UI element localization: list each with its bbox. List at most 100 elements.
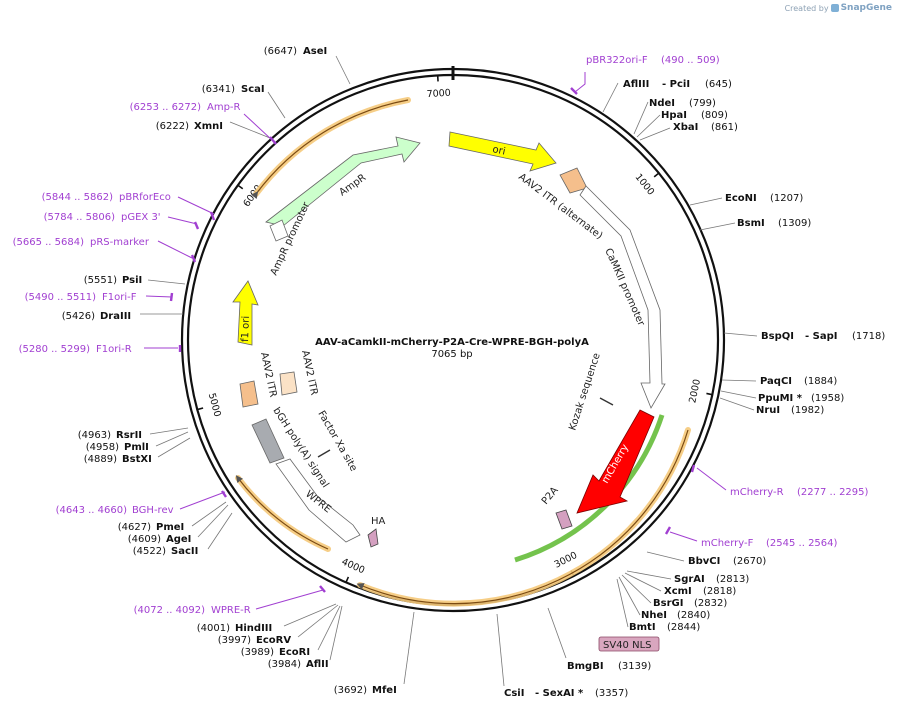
leader-hpai xyxy=(636,114,661,138)
leader-econi xyxy=(689,197,723,206)
site-pos-pmei: (4627) xyxy=(118,522,151,533)
leader-psii xyxy=(147,279,186,285)
primer-name-pbr322ori-f: pBR322ori-F xyxy=(586,55,648,66)
site-pos-pmli: (4958) xyxy=(86,442,119,453)
sv40-nls-rect xyxy=(598,636,660,652)
primer-name-pgex: pGEX 3' xyxy=(121,212,161,223)
sv40-nls-box: SV40 NLS xyxy=(598,636,660,652)
leader-asei xyxy=(335,55,351,85)
primer-binding-marks xyxy=(169,87,696,593)
site-name-nrui: NruI xyxy=(756,405,780,416)
site-pos-mfei: (3692) xyxy=(334,685,367,696)
leader-csii xyxy=(496,613,505,687)
site-suffix-csii: - SexAI * xyxy=(535,688,584,699)
leader-f1ori-f xyxy=(145,295,173,298)
site-pos-bspqi: (1718) xyxy=(852,331,885,342)
tick-label-1000: 1000 xyxy=(633,172,657,198)
leader-nhei xyxy=(618,576,641,616)
primer-mark-pbr322ori-f xyxy=(570,87,578,95)
label-ori: ori xyxy=(491,144,506,157)
site-pos-psii: (5551) xyxy=(84,275,117,286)
feature-itr2 xyxy=(279,371,298,396)
site-pos-ecorv: (3997) xyxy=(218,635,251,646)
leader-afliii xyxy=(602,82,619,113)
site-pos-bstxi: (4889) xyxy=(84,454,117,465)
site-pos-bmgbi: (3139) xyxy=(618,661,651,672)
label-kozak: Kozak sequence xyxy=(567,352,602,432)
tick-mark-2000 xyxy=(706,392,713,396)
leader-bmti xyxy=(616,578,629,628)
leader-aflii xyxy=(329,605,343,661)
leader-pbrforeco xyxy=(177,196,215,215)
site-name-bmti: BmtI xyxy=(629,622,656,633)
primer-range-wpre-r: (4072 .. 4092) xyxy=(134,605,206,616)
primer-range-amp-r: (6253 .. 6272) xyxy=(130,102,202,113)
leader-bsrgi xyxy=(621,574,652,604)
feature-factor-xa xyxy=(317,449,331,458)
site-leader-lines xyxy=(140,55,758,687)
primer-range-pbrforeco: (5844 .. 5862) xyxy=(42,192,114,203)
leader-bsmi xyxy=(699,222,736,231)
site-name-scai: ScaI xyxy=(241,84,265,95)
feature-itr-alt xyxy=(559,167,588,194)
tick-label-4000: 4000 xyxy=(340,556,367,576)
feature-camkii-promoter xyxy=(579,185,666,409)
leader-ppumi xyxy=(720,390,757,399)
leader-hindiii xyxy=(283,603,337,627)
site-name-nhei: NheI xyxy=(641,610,667,621)
orf-arcs xyxy=(235,97,691,607)
tick-label-7000: 7000 xyxy=(426,88,451,100)
leader-xbai xyxy=(639,127,671,141)
site-pos-agei: (4609) xyxy=(128,534,161,545)
leader-wpre-r xyxy=(255,589,324,610)
primer-range-mcherry-r: (2277 .. 2295) xyxy=(797,487,869,498)
site-pos-nhei: (2840) xyxy=(677,610,710,621)
label-f1ori: f1 ori xyxy=(240,316,252,342)
primer-mark-bgh-rev xyxy=(221,490,227,498)
site-name-sacii: SacII xyxy=(171,546,198,557)
primer-mark-f1ori-f xyxy=(169,292,174,302)
label-itr1: AAV2 ITR xyxy=(258,351,278,398)
site-pos-scai: (6341) xyxy=(202,84,235,95)
orf-arc-cre-direction xyxy=(356,429,689,605)
primer-mark-prs-marker xyxy=(190,254,197,263)
site-name-bmgbi: BmgBI xyxy=(567,661,604,672)
site-name-xbai: XbaI xyxy=(673,122,698,133)
label-sv40-nls: SV40 NLS xyxy=(603,640,652,651)
leader-sacii xyxy=(207,512,233,550)
site-pos-bsrgi: (2832) xyxy=(694,598,727,609)
primer-name-prs-marker: pRS-marker xyxy=(90,237,150,248)
site-pos-bbvci: (2670) xyxy=(733,556,766,567)
site-pos-ndei: (799) xyxy=(689,98,716,109)
site-pos-hpai: (809) xyxy=(701,110,728,121)
site-name-afliii: AflIII xyxy=(623,79,649,90)
site-name-bstxi: BstXI xyxy=(122,454,152,465)
site-name-agei: AgeI xyxy=(166,534,191,545)
leader-bgh-rev xyxy=(179,491,226,510)
feature-bgh-polya xyxy=(251,418,285,464)
site-pos-aflii: (3984) xyxy=(268,659,301,670)
leader-paqci xyxy=(721,379,757,382)
primer-leader-lines xyxy=(144,72,727,610)
feature-wpre xyxy=(275,458,361,543)
site-suffix-afliii: - PciI xyxy=(662,79,690,90)
leader-ecorv xyxy=(297,604,339,638)
feature-labels: ori AmpR AmpR promoter AAV2 ITR (alterna… xyxy=(240,144,647,527)
snapgene-watermark: Created by SnapGene xyxy=(785,3,892,13)
primer-mark-pbrforeco xyxy=(209,211,216,221)
leader-scai xyxy=(267,91,286,119)
watermark-prefix: Created by xyxy=(784,3,829,13)
label-p2a: P2A xyxy=(540,485,561,507)
watermark-brand: SnapGene xyxy=(840,3,892,13)
site-name-pmei: PmeI xyxy=(156,522,184,533)
leader-bbvci xyxy=(646,551,685,562)
site-name-hindiii: HindIII xyxy=(235,623,272,634)
orf-arc-cre xyxy=(357,427,691,607)
site-name-psii: PsiI xyxy=(122,275,142,286)
primer-range-prs-marker: (5665 .. 5684) xyxy=(13,237,85,248)
primer-mark-wpre-r xyxy=(319,585,326,593)
feature-mcherry xyxy=(576,409,655,514)
tick-mark-4000 xyxy=(345,576,350,583)
orf-arc-wpre-direction xyxy=(235,475,329,550)
